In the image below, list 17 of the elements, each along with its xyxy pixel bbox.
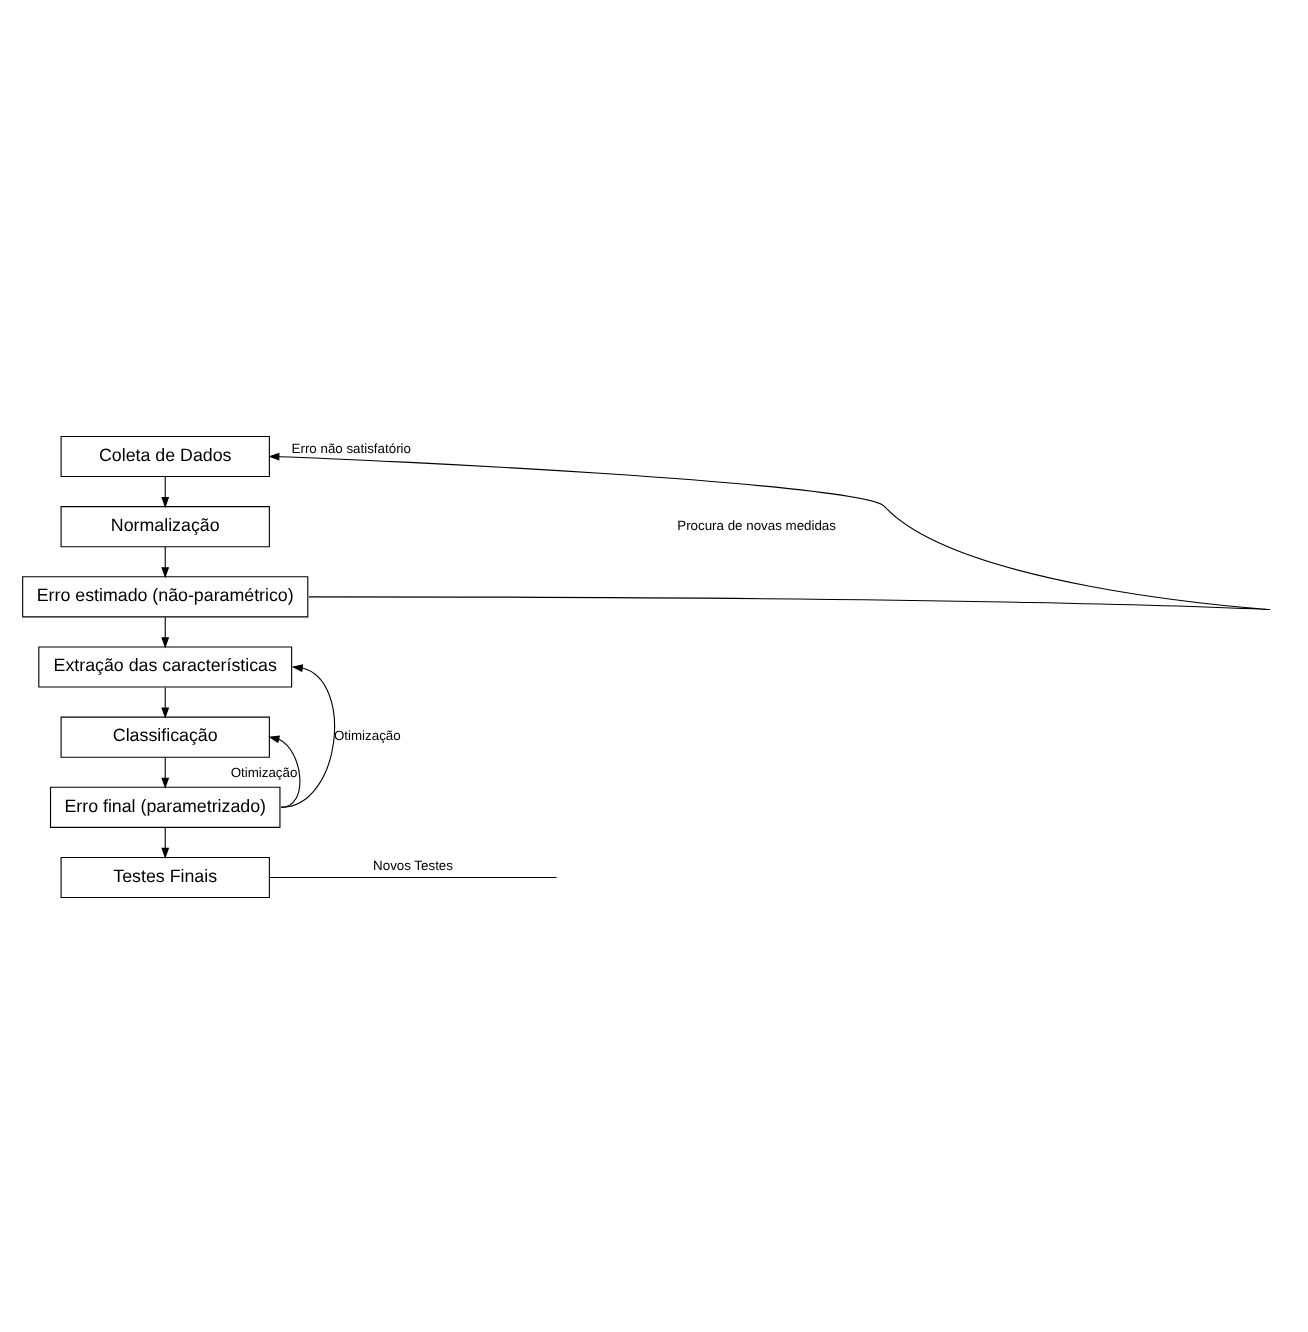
arrow: [161, 826, 170, 858]
arrow: [161, 475, 170, 508]
node-box: Testes Finais: [60, 855, 270, 898]
arrow: [161, 756, 170, 788]
node-box: Erro estimado (não-paramétrico): [22, 575, 309, 617]
node-box: Coleta de Dados: [60, 434, 270, 477]
arrow: [161, 545, 170, 578]
arrow: [161, 685, 170, 718]
node-box: Classificação: [60, 715, 270, 757]
arrow: [268, 451, 1266, 609]
node-box: Normalização: [60, 505, 270, 547]
arrow: [280, 663, 336, 807]
node-box: Erro final (parametrizado): [49, 785, 281, 827]
arrow: [268, 734, 301, 807]
node-box: Extração das características: [38, 645, 293, 687]
arrow: [161, 615, 170, 648]
connector: [269, 875, 558, 878]
